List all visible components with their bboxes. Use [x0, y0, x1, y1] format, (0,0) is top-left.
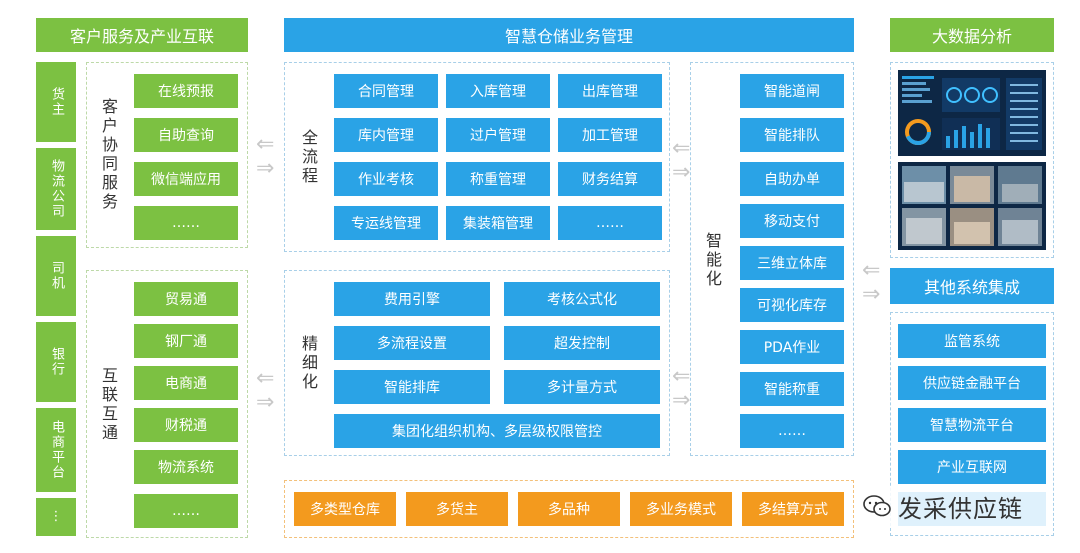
sidebar-item-driver[interactable]: 司机 — [36, 236, 76, 316]
rf-fee-engine[interactable]: 费用引擎 — [334, 282, 490, 316]
os-supervision[interactable]: 监管系统 — [898, 324, 1046, 358]
ic-item-tax[interactable]: 财税通 — [134, 408, 238, 442]
sidebar-label: 电商平台 — [49, 420, 64, 480]
ic-item-logistics-system[interactable]: 物流系统 — [134, 450, 238, 484]
right-header: 大数据分析 — [890, 18, 1054, 52]
camera-grid-icon — [898, 162, 1046, 250]
rf-assessment-formula[interactable]: 考核公式化 — [504, 282, 660, 316]
full-process-label: 全流程 — [299, 128, 318, 186]
rf-multi-measure[interactable]: 多计量方式 — [504, 370, 660, 404]
big-data-group — [890, 62, 1054, 258]
arrow-right-icon: ⇒ — [862, 282, 881, 307]
sidebar-item-cargo-owner[interactable]: 货主 — [36, 62, 76, 142]
os-smart-logistics[interactable]: 智慧物流平台 — [898, 408, 1046, 442]
intelligent-group — [690, 62, 854, 456]
refined-group — [284, 270, 670, 456]
fp-rail-line-mgmt[interactable]: 专运线管理 — [334, 206, 438, 240]
cs-item-self-query[interactable]: 自助查询 — [134, 118, 238, 152]
ic-item-trade[interactable]: 贸易通 — [134, 282, 238, 316]
rf-multi-process[interactable]: 多流程设置 — [334, 326, 490, 360]
left-header: 客户服务及产业互联 — [36, 18, 248, 52]
fp-processing-mgmt[interactable]: 加工管理 — [558, 118, 662, 152]
intelligent-label: 智能化 — [703, 231, 722, 289]
interconnect-group — [86, 270, 248, 538]
fp-more[interactable]: …… — [558, 206, 662, 240]
watermark: 发采供应链 — [862, 486, 1052, 526]
cs-item-wechat-app[interactable]: 微信端应用 — [134, 162, 238, 196]
sidebar-label: 司机 — [49, 261, 64, 291]
rf-smart-slotting[interactable]: 智能排库 — [334, 370, 490, 404]
arrow-right-icon: ⇒ — [672, 160, 691, 185]
fp-inbound-mgmt[interactable]: 入库管理 — [446, 74, 550, 108]
other-systems-group — [890, 312, 1054, 536]
ai-visual-inventory[interactable]: 可视化库存 — [740, 288, 844, 322]
arrow-left-icon: ⇐ — [672, 364, 691, 389]
customer-service-group — [86, 62, 248, 248]
other-systems-header: 其他系统集成 — [890, 268, 1054, 304]
sidebar-label: 货主 — [49, 87, 64, 117]
ai-smart-queue[interactable]: 智能排队 — [740, 118, 844, 152]
fp-weighing-mgmt[interactable]: 称重管理 — [446, 162, 550, 196]
ic-item-more[interactable]: …… — [134, 494, 238, 528]
ai-more[interactable]: …… — [740, 414, 844, 448]
os-supply-chain-finance[interactable]: 供应链金融平台 — [898, 366, 1046, 400]
dashboard-chart-icon — [898, 70, 1046, 156]
fp-outbound-mgmt[interactable]: 出库管理 — [558, 74, 662, 108]
bb-multi-business-mode[interactable]: 多业务模式 — [630, 492, 732, 526]
ai-3d-warehouse[interactable]: 三维立体库 — [740, 246, 844, 280]
rf-overissue-control[interactable]: 超发控制 — [504, 326, 660, 360]
video-wall-image — [898, 162, 1046, 250]
os-industrial-internet[interactable]: 产业互联网 — [898, 450, 1046, 484]
bb-multi-owner[interactable]: 多货主 — [406, 492, 508, 526]
fp-inventory-mgmt[interactable]: 库内管理 — [334, 118, 438, 152]
ai-mobile-payment[interactable]: 移动支付 — [740, 204, 844, 238]
arrow-right-icon: ⇒ — [256, 156, 275, 181]
sidebar-label: 物流公司 — [49, 159, 64, 219]
sidebar-item-bank[interactable]: 银行 — [36, 322, 76, 402]
cs-item-more[interactable]: …… — [134, 206, 238, 240]
ic-item-ecommerce[interactable]: 电商通 — [134, 366, 238, 400]
full-process-group — [284, 62, 670, 252]
arrow-left-icon: ⇐ — [672, 136, 691, 161]
sidebar-label: ⋮ — [49, 509, 63, 524]
fp-transfer-mgmt[interactable]: 过户管理 — [446, 118, 550, 152]
sidebar-item-ecommerce[interactable]: 电商平台 — [36, 408, 76, 492]
bb-multi-category[interactable]: 多品种 — [518, 492, 620, 526]
wechat-icon — [862, 494, 892, 518]
sidebar-item-more[interactable]: ⋮ — [36, 498, 76, 536]
ai-smart-weighing[interactable]: 智能称重 — [740, 372, 844, 406]
fp-financial-settlement[interactable]: 财务结算 — [558, 162, 662, 196]
refined-label: 精细化 — [299, 334, 318, 392]
arrow-right-icon: ⇒ — [672, 388, 691, 413]
ai-pda-operation[interactable]: PDA作业 — [740, 330, 844, 364]
bb-multi-settlement[interactable]: 多结算方式 — [742, 492, 844, 526]
ai-self-service[interactable]: 自助办单 — [740, 162, 844, 196]
sidebar-label: 银行 — [49, 347, 64, 377]
sidebar-item-logistics-company[interactable]: 物流公司 — [36, 148, 76, 230]
bottom-bar-group — [284, 480, 854, 538]
arrow-left-icon: ⇐ — [862, 258, 881, 283]
arrow-left-icon: ⇐ — [256, 132, 275, 157]
bb-multi-warehouse[interactable]: 多类型仓库 — [294, 492, 396, 526]
customer-service-label: 客户协同服务 — [99, 98, 118, 212]
ai-smart-gate[interactable]: 智能道闸 — [740, 74, 844, 108]
ic-item-steel-mill[interactable]: 钢厂通 — [134, 324, 238, 358]
arrow-right-icon: ⇒ — [256, 390, 275, 415]
fp-contract-mgmt[interactable]: 合同管理 — [334, 74, 438, 108]
watermark-text: 发采供应链 — [898, 494, 1023, 523]
arrow-left-icon: ⇐ — [256, 366, 275, 391]
interconnect-label: 互联互通 — [99, 367, 118, 443]
cs-item-online-forecast[interactable]: 在线预报 — [134, 74, 238, 108]
center-header: 智慧仓储业务管理 — [284, 18, 854, 52]
fp-container-mgmt[interactable]: 集装箱管理 — [446, 206, 550, 240]
fp-work-assessment[interactable]: 作业考核 — [334, 162, 438, 196]
dashboard-image — [898, 70, 1046, 156]
rf-group-permissions[interactable]: 集团化组织机构、多层级权限管控 — [334, 414, 660, 448]
